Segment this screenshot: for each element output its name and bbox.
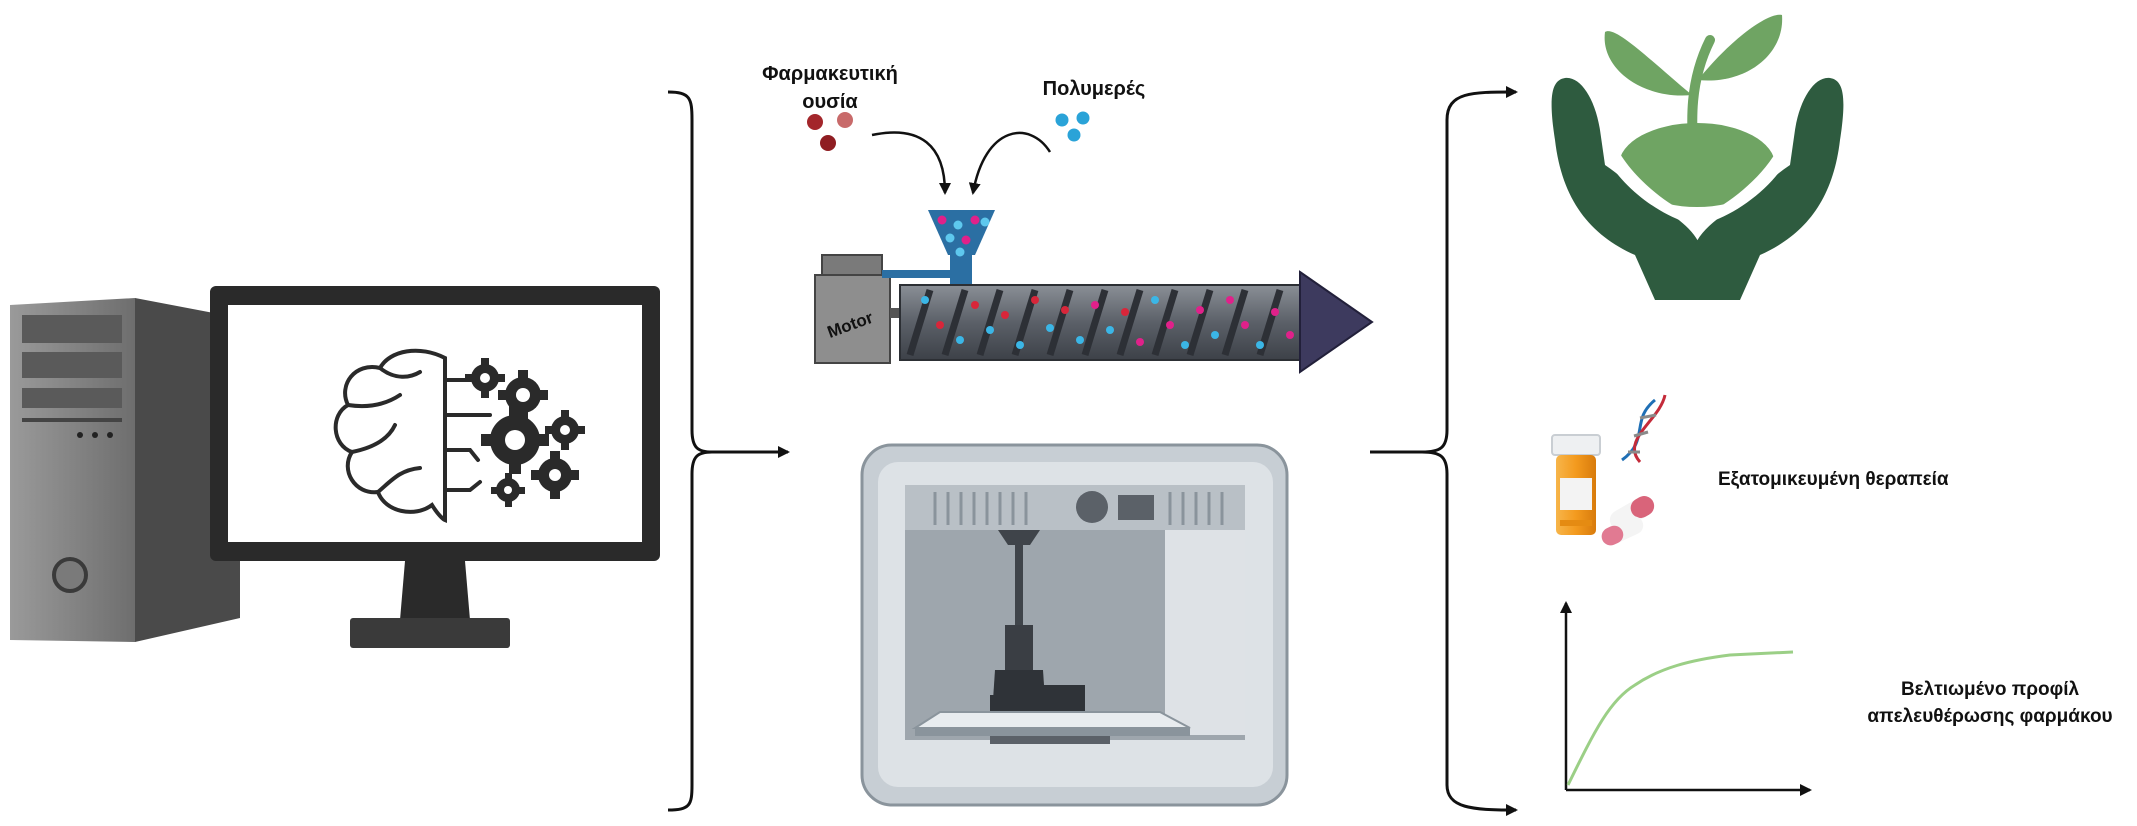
polymer-label: Πολυμερές xyxy=(1043,78,1146,100)
left-bracket xyxy=(667,90,790,812)
release-profile-label-line1: Βελτιωμένο προφίλ xyxy=(1901,679,2080,700)
polymer-feed-arrow xyxy=(968,131,1052,195)
hopper-particles xyxy=(937,215,990,257)
3d-printer-icon xyxy=(860,443,1289,807)
drug-feed-arrow xyxy=(871,131,951,195)
gear-icons xyxy=(465,358,585,507)
brain-gears-icon xyxy=(333,348,492,523)
right-bracket xyxy=(1370,86,1518,816)
release-curve-icon: Βελτιωμένο προφίλ απελευθέρωσης φαρμάκου xyxy=(1560,601,2113,796)
personalized-therapy-label: Εξατομικευμένη θεραπεία xyxy=(1718,469,1949,490)
dna-icon xyxy=(1621,394,1667,464)
drug-label-line2: ουσία xyxy=(802,91,858,113)
release-curve xyxy=(1566,650,1794,786)
drug-label-line1: Φαρμακευτική xyxy=(762,63,898,85)
barrel-particles xyxy=(921,296,1294,349)
screw-flights xyxy=(906,288,1284,357)
release-profile-label-line2: απελευθέρωσης φαρμάκου xyxy=(1867,706,2112,727)
desktop-computer-icon xyxy=(10,286,660,648)
hands-plant-icon xyxy=(1551,14,1844,301)
hot-melt-extruder-icon: Φαρμακευτική ουσία Πολυμερές M xyxy=(762,63,1374,374)
pill-bottle-dna-icon: Εξατομικευμένη θεραπεία xyxy=(1551,394,1949,546)
drug-particles xyxy=(807,112,853,151)
polymer-particles xyxy=(1055,111,1090,142)
